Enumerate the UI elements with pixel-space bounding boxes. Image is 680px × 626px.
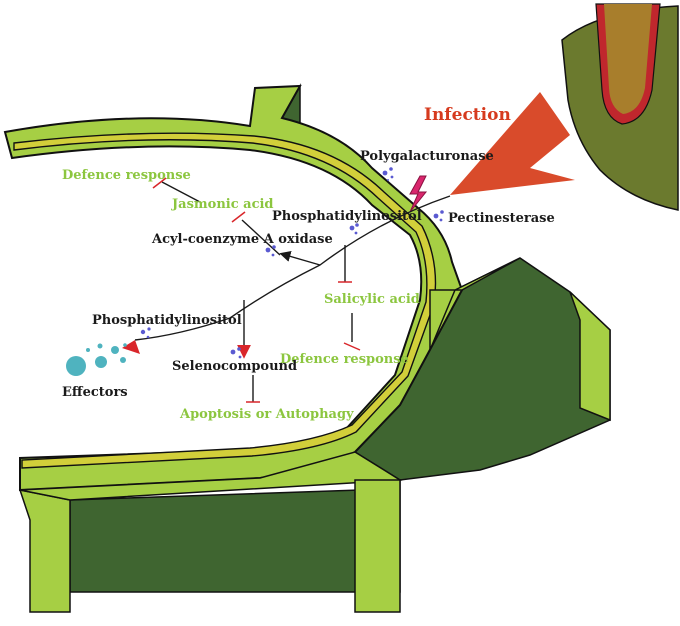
inhibition-bars bbox=[152, 177, 361, 403]
label-defence-response-top: Defence response bbox=[62, 168, 191, 183]
label-pectinesterase: Pectinesterase bbox=[448, 211, 555, 226]
wall-block-right bbox=[354, 479, 401, 613]
label-apoptosis: Apoptosis or Autophagy bbox=[179, 407, 354, 422]
infection-arrow-icon bbox=[450, 92, 575, 195]
label-defence-response-mid: Defence response bbox=[280, 352, 409, 367]
arrow-to-acyl bbox=[279, 250, 321, 266]
label-phosphatidylinositol-left: Phosphatidylinositol bbox=[92, 313, 242, 328]
line-jasmonic-to-defence bbox=[161, 181, 201, 203]
line-to-jasmonic bbox=[241, 219, 281, 256]
label-phosphatidylinositol-top: Phosphatidylinositol bbox=[272, 209, 422, 224]
wall-block-top bbox=[19, 451, 403, 501]
arrow-to-effectors bbox=[122, 340, 140, 354]
molecule-cluster-icon bbox=[140, 167, 444, 359]
label-infection: Infection bbox=[424, 105, 511, 125]
label-jasmonic-acid: Jasmonic acid bbox=[171, 197, 274, 212]
cell-wall bbox=[3, 83, 611, 613]
inhibit-defence-top bbox=[152, 177, 167, 189]
wall-block-front bbox=[18, 489, 71, 613]
effector-cluster-icon bbox=[66, 343, 127, 376]
label-acyl-coa-oxidase: Acyl-coenzyme A oxidase bbox=[151, 232, 333, 247]
signal-pathways bbox=[134, 181, 451, 402]
cell-membrane bbox=[13, 132, 437, 469]
root-tip-icon bbox=[561, 3, 679, 211]
inhibit-jasmonic bbox=[231, 211, 246, 223]
main-signal-line bbox=[134, 195, 451, 341]
label-selenocompound: Selenocompound bbox=[172, 359, 297, 374]
label-effectors: Effectors bbox=[62, 385, 128, 400]
wall-right-cap bbox=[569, 291, 611, 422]
wall-right-face bbox=[429, 257, 521, 351]
inhibit-defence-mid bbox=[343, 342, 361, 351]
label-polygalacturonase: Polygalacturonase bbox=[360, 149, 494, 164]
label-salicylic-acid: Salicylic acid bbox=[324, 292, 420, 307]
lightning-icon bbox=[409, 175, 428, 213]
